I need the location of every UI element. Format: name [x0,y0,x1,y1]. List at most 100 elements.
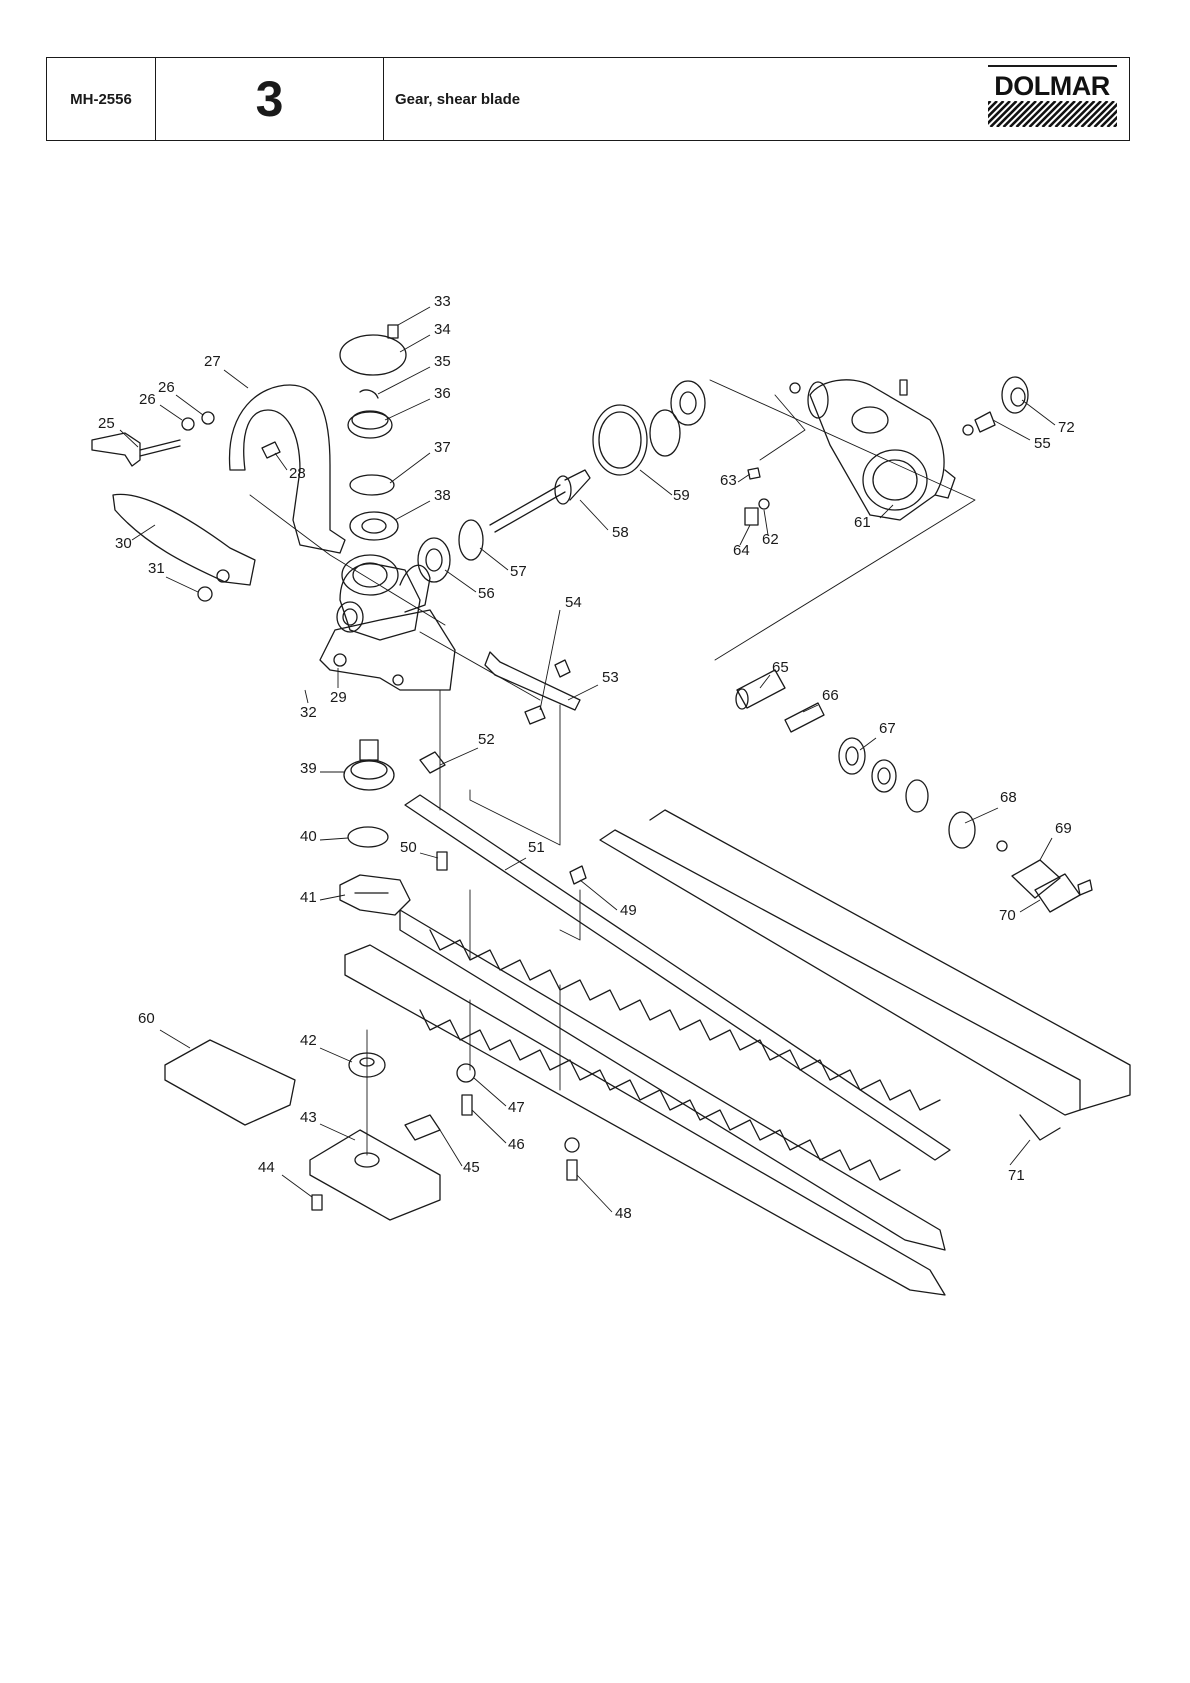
part-leader-line [539,609,561,711]
pinion-40-part [343,739,395,791]
part-label: 46 [508,1136,525,1153]
brand-name: DOLMAR [994,71,1110,101]
screw-64-part [747,467,761,480]
screw-51-part [436,851,448,871]
bolt-49-part [566,1159,578,1181]
part-leader-line [964,807,999,824]
part-leader-line [1021,399,1056,426]
part-label: 70 [999,907,1016,924]
part-label: 31 [148,560,165,577]
bolt-56-part [974,411,996,433]
ring-60-part [592,404,648,476]
part-label: 54 [565,594,582,611]
clip-36-part [359,389,379,399]
part-label: 48 [615,1205,632,1222]
part-label: 38 [434,487,451,504]
gear-69-part [948,811,976,849]
part-leader-line [739,524,751,546]
part-label: 39 [300,760,317,777]
part-leader-line [175,394,204,416]
part-leader-line [319,1047,353,1063]
part-leader-line [159,404,183,421]
part-leader-line [639,469,673,496]
part-leader-line [159,1029,191,1049]
gasket-61-part [164,1039,296,1126]
part-leader-line [394,500,431,521]
nut-50-part [569,865,587,885]
spacer-46-part [404,1114,441,1141]
logo-rule [988,65,1117,67]
part-label: 33 [434,293,451,310]
part-label: 37 [434,439,451,456]
ring-41-part [347,826,389,848]
part-leader-line [879,504,894,519]
bolt-29-part [261,441,281,459]
part-label: 52 [478,731,495,748]
part-leader-line [377,366,431,395]
tube-housing-62-part [807,379,956,521]
bearing-57-part [417,537,451,583]
nut-55-part [524,705,546,725]
part-label: 64 [733,542,750,559]
part-label: 68 [1000,789,1017,806]
part-leader-line [576,1174,613,1213]
part-leader-line [992,419,1031,441]
part-label: 34 [434,321,451,338]
washer-56-part [962,424,974,436]
ring-69a-part [905,779,929,813]
gear-housing-part [319,554,456,691]
part-leader-line [504,857,527,871]
part-leader-line [119,429,139,448]
bearing-68-part [838,737,866,775]
washer-part [789,382,801,394]
part-label: 59 [673,487,690,504]
part-label: 65 [772,659,789,676]
part-leader-line [1019,899,1041,913]
part-leader-line [223,369,249,389]
part-label: 36 [434,385,451,402]
part-leader-line [763,509,769,536]
part-leader-line [389,452,431,484]
part-label: 35 [434,353,451,370]
part-leader-line [579,499,609,531]
sleeve-66-part [735,669,786,710]
part-label: 26 [139,391,156,408]
part-label: 29 [330,689,347,706]
part-label: 26 [158,379,175,396]
part-leader-line [131,524,156,541]
part-label: 50 [400,839,417,856]
part-leader-line [859,737,877,751]
bottom-plate-44-part [309,1129,441,1221]
part-label: 27 [204,353,221,370]
bearing-right-part [670,380,706,426]
part-label: 61 [854,514,871,531]
assembly-lines [249,379,976,1156]
part-label: 58 [612,524,629,541]
part-leader-line [802,704,819,713]
part-leader-line [759,674,771,689]
shaft-59-part [489,469,591,533]
nut-26-part [181,417,195,431]
part-label: 41 [300,889,317,906]
connecting-rod-42-part [339,874,411,916]
screw-71-part [1077,879,1093,896]
nut-54-part [554,659,571,678]
part-leader-line [473,1077,507,1107]
part-leader-line [567,684,599,701]
gasket-70-part [1011,859,1061,899]
clip-53-part [419,751,446,774]
part-label: 49 [620,902,637,919]
part-label: 67 [879,720,896,737]
part-leader-line [319,1123,356,1141]
part-leader-line [319,894,346,901]
section-number: 3 [156,58,384,140]
header-table: MH-2556 3 Gear, shear blade DOLMAR [46,57,1130,141]
knob-part [91,432,181,467]
part-leader-line [384,398,431,421]
section-title: Gear, shear blade [395,90,521,108]
part-leader-line [471,1109,507,1144]
cover-plate-part [112,493,256,586]
part-leader-line [439,747,479,766]
part-label: 62 [762,531,779,548]
blade-guard-part [228,384,346,554]
